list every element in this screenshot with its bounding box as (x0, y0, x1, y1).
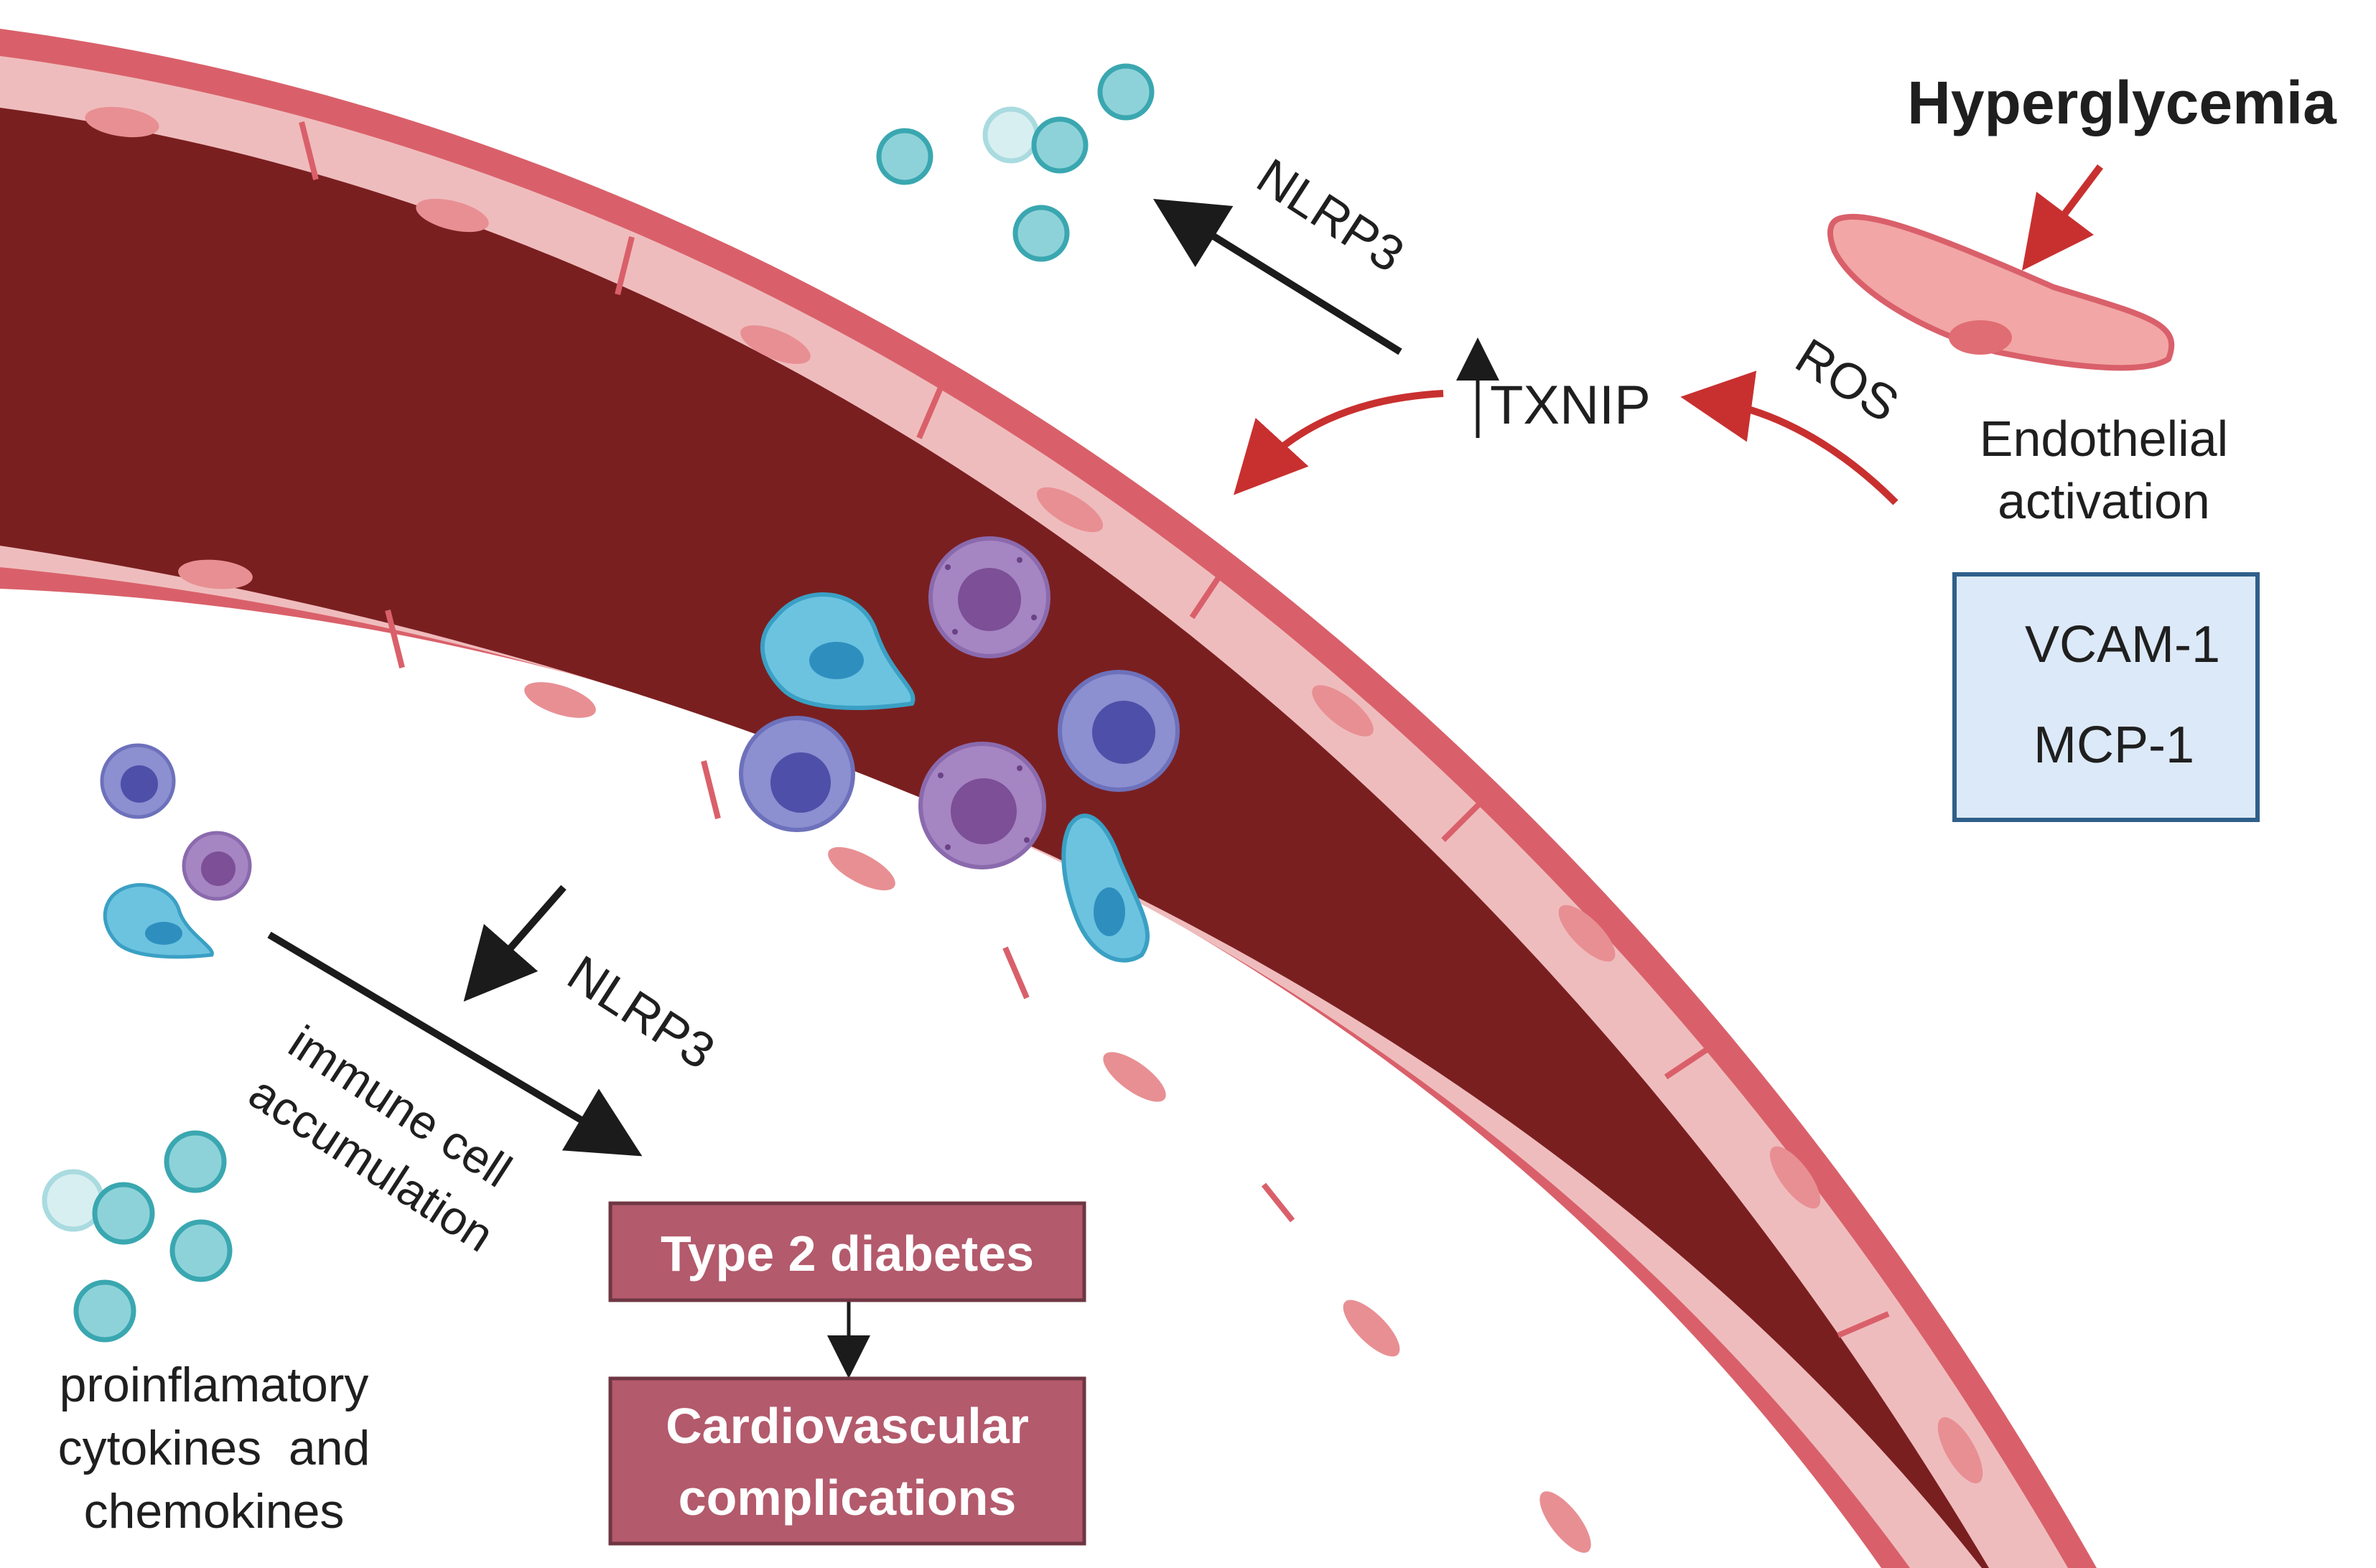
cardiovascular-text-line1: Cardiovascular (666, 1398, 1029, 1454)
cytokines-label-line2: cytokines and (58, 1421, 371, 1475)
type2-diabetes-text: Type 2 diabetes (661, 1226, 1034, 1282)
immune-cells-outside (100, 743, 252, 959)
lumen-immune-cells (739, 536, 1180, 963)
macrophage-small (103, 883, 214, 959)
immune-accumulation-arrow (267, 931, 643, 1157)
activated-endothelial-cell (1827, 213, 2175, 371)
ros-label: ROS (1786, 327, 1909, 433)
nlrp3-bottom-arrow (463, 885, 567, 1002)
monocyte-small (100, 743, 176, 819)
mcp-label: MCP-1 (2033, 717, 2194, 774)
cytokines-label-line1: proinflamatory (60, 1358, 369, 1412)
monocyte-cell (739, 716, 855, 832)
endothelial-label-line2: activation (1998, 473, 2210, 529)
cytokines-bottom (42, 1130, 233, 1343)
endothelial-cell-borders (299, 121, 1890, 1338)
type2-diabetes-box (608, 1201, 1086, 1302)
macrophage-cell (760, 592, 916, 710)
hyperglycemia-arrow (2021, 164, 2103, 271)
endothelial-cells-bottom (178, 559, 1591, 1553)
granulocyte-cell-2 (918, 742, 1046, 869)
granulocyte-small (182, 831, 252, 901)
hyperglycemia-label: Hyperglycemia (1907, 69, 2337, 136)
vcam-label: VCAM-1 (2025, 616, 2220, 673)
macrophage-cell-2 (1061, 813, 1150, 963)
monocyte-cell-2 (1058, 670, 1180, 792)
cytokines-label-line3: chemokines (84, 1484, 345, 1539)
nlrp3-top-label: NLRP3 (1247, 148, 1414, 283)
txnip-label: TXNIP (1490, 375, 1651, 436)
markers-box (1952, 572, 2260, 822)
txnip-arrow (1233, 390, 1444, 495)
granulocyte-cell (928, 536, 1050, 658)
ros-arrow (1680, 370, 1899, 505)
endothelial-label-line1: Endothelial (1980, 411, 2228, 467)
cardiovascular-box (608, 1376, 1086, 1546)
vessel-lumen (0, 108, 1989, 1568)
cardiovascular-text-line2: complications (679, 1470, 1017, 1526)
nlrp3-bottom-label: NLRP3 (558, 945, 725, 1080)
endothelial-cells-top (85, 106, 1983, 1484)
cytokines-top (876, 63, 1155, 262)
nlrp3-top-arrow (1152, 198, 1402, 355)
